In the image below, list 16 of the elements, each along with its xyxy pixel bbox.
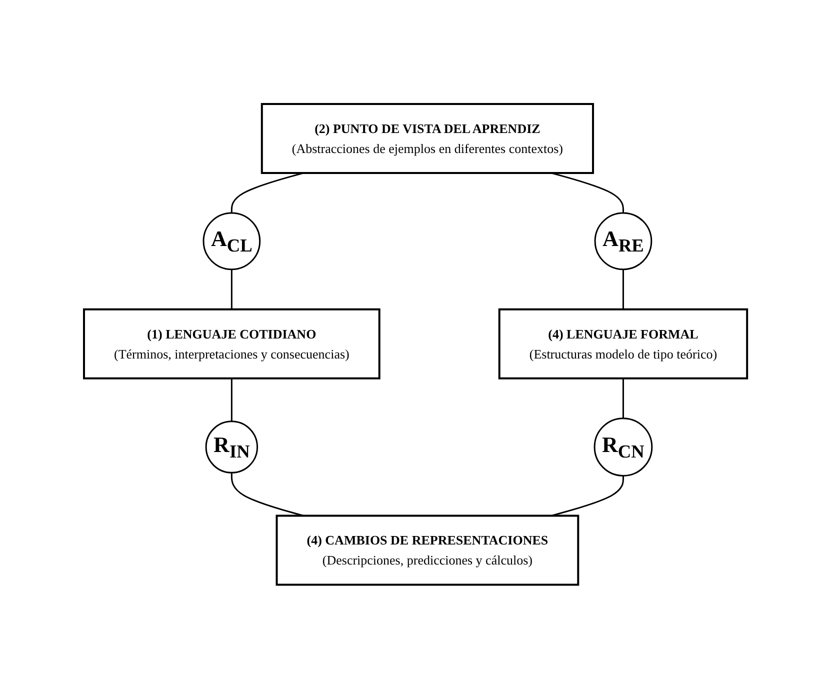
connector bbox=[551, 172, 624, 214]
connector bbox=[230, 172, 304, 214]
node-box: (1) LENGUAJE COTIDIANO (Términos, interpretaciones y consecuencias) bbox=[82, 308, 380, 380]
connector bbox=[230, 378, 232, 422]
connector bbox=[622, 378, 624, 418]
node-circle: R$_{IN}$ bbox=[205, 420, 258, 474]
connector bbox=[230, 472, 304, 517]
node-box: (2) PUNTO DE VISTA DEL APRENDIZ (Abstracciones de ejemplos en diferentes contextos) bbox=[260, 103, 594, 174]
connector bbox=[622, 269, 624, 310]
node-box: (4) LENGUAJE FORMAL (Estructuras modelo de tipo teórico) bbox=[498, 308, 748, 380]
node-circle: A$_{CL}$ bbox=[202, 212, 261, 270]
connector bbox=[230, 269, 232, 310]
connector bbox=[551, 476, 624, 517]
node-box: (4) CAMBIOS DE REPRESENTACIONES (Descripciones, predicciones y cálculos) bbox=[276, 514, 580, 586]
node-circle: A$_{RE}$ bbox=[594, 212, 652, 270]
node-circle: R$_{CN}$ bbox=[594, 418, 653, 477]
